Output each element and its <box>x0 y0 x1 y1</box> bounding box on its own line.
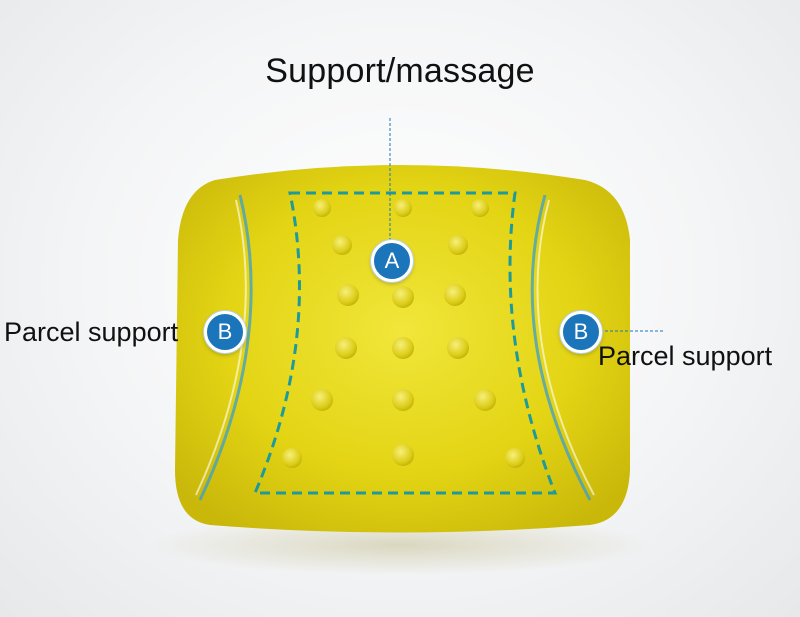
massage-zone-outline <box>252 191 558 495</box>
badge-b-left: B <box>204 311 246 353</box>
right-bolster-line <box>530 194 592 501</box>
label-parcel-support-right: Parcel support <box>598 341 773 371</box>
left-bolster-line <box>198 194 253 501</box>
massage-bumps <box>282 199 525 468</box>
label-parcel-support-left: Parcel support <box>4 317 179 347</box>
cushion-shadow <box>150 515 650 575</box>
badge-a: A <box>371 240 413 282</box>
page-title: Support/massage <box>265 52 535 90</box>
badge-b-right: B <box>560 311 602 353</box>
